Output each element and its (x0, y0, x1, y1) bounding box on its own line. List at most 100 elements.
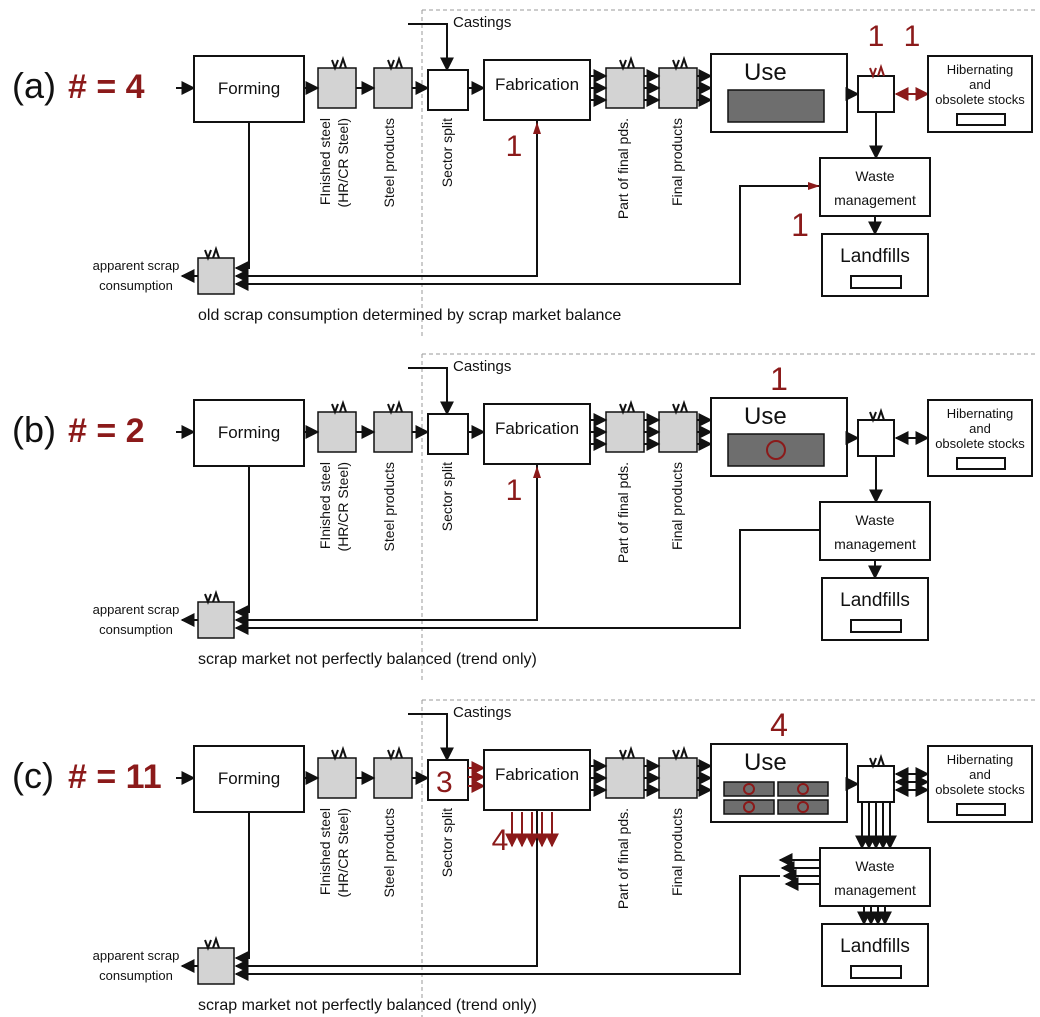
stock-change-arrows (869, 753, 885, 769)
waste-label: Waste (855, 168, 894, 184)
end-of-life-box (857, 75, 895, 113)
process-label: Steel products (381, 462, 397, 552)
stock-change-arrows (331, 745, 347, 761)
finished-steel-box (317, 411, 357, 453)
castings-flow (408, 23, 454, 72)
hibernating-stock-icon (956, 803, 1006, 816)
in-use-stock-cohort (723, 781, 775, 797)
end-of-life-box (857, 419, 895, 457)
fabrication-box (483, 749, 591, 811)
castings-label: Castings (453, 14, 511, 31)
new-scrap-flow (234, 810, 538, 973)
process-label: Part of final pds. (615, 808, 631, 909)
forming-scrap-flow (234, 812, 250, 965)
hibernating-label: and (969, 767, 991, 782)
scrap-label: apparent scrap (93, 602, 180, 617)
stock-change-arrows (387, 55, 403, 71)
hibernating-label: Hibernating (947, 406, 1014, 421)
hibernating-label: Hibernating (947, 752, 1014, 767)
landfills-label: Landfills (840, 590, 910, 611)
eol-number: 1 (868, 20, 885, 53)
process-label: Steel products (381, 808, 397, 898)
fabrication-label: Fabrication (495, 765, 579, 784)
hibernating-stock-icon (956, 113, 1006, 126)
parameter-count: # = 2 (68, 412, 145, 450)
stock-change-arrows (869, 63, 885, 79)
landfills-label: Landfills (840, 246, 910, 267)
hibernating-stock-icon (956, 457, 1006, 470)
stock-change-arrows (619, 399, 635, 415)
use-number: 4 (770, 707, 788, 743)
in-use-stock-cohort (777, 781, 829, 797)
forming-scrap-flow (234, 122, 250, 275)
process-label: (HR/CR Steel) (335, 808, 351, 897)
fabrication-label: Fabrication (495, 75, 579, 94)
process-label: Part of final pds. (615, 118, 631, 219)
stock-change-arrows (204, 245, 220, 261)
panel-label: (b) (12, 409, 56, 450)
stock-change-arrows (204, 589, 220, 605)
stock-change-arrows (387, 745, 403, 761)
waste-label: management (834, 536, 916, 552)
panel-label: (a) (12, 65, 56, 106)
castings-flow (408, 367, 454, 416)
lifetime-loop-icon (766, 440, 786, 460)
waste-label: management (834, 882, 916, 898)
final-products-box (658, 67, 698, 109)
hibernating-label: obsolete stocks (935, 782, 1025, 797)
hibernating-label: obsolete stocks (935, 436, 1025, 451)
scrap-label: apparent scrap (93, 258, 180, 273)
waste-label: management (834, 192, 916, 208)
hibernating-label: Hibernating (947, 62, 1014, 77)
use-label: Use (744, 403, 787, 430)
hibernating-label: and (969, 77, 991, 92)
sector-split-number: 3 (436, 766, 453, 799)
process-label: (HR/CR Steel) (335, 462, 351, 551)
in-use-stock-cohort (723, 799, 775, 815)
hibernating-label: and (969, 421, 991, 436)
process-label: Sector split (439, 118, 455, 187)
panel-caption: scrap market not perfectly balanced (tre… (198, 997, 537, 1014)
stock-change-arrows (204, 935, 220, 951)
process-label: (HR/CR Steel) (335, 118, 351, 207)
stock-change-arrows (619, 55, 635, 71)
scrap-consumption-box (197, 601, 235, 639)
stock-change-arrows (672, 55, 688, 71)
fabrication-number: 1 (506, 474, 523, 507)
landfills-label: Landfills (840, 936, 910, 957)
forming-label: Forming (218, 423, 280, 442)
landfill-stock-icon (850, 965, 902, 979)
red-arrow-head (533, 466, 541, 478)
stock-change-arrows (672, 399, 688, 415)
fabrication-box (483, 59, 591, 121)
forming-scrap-flow (234, 466, 250, 619)
steel-products-box (373, 411, 413, 453)
steel-products-box (373, 757, 413, 799)
fabrication-label: Fabrication (495, 419, 579, 438)
stock-change-arrows (672, 745, 688, 761)
stock-number: 1 (904, 20, 921, 53)
scrap-label: apparent scrap (93, 948, 180, 963)
steel-products-box (373, 67, 413, 109)
lifetime-loop-icon (797, 783, 809, 795)
in-use-stock-cohort (777, 799, 829, 815)
stock-change-arrows (387, 399, 403, 415)
panel-caption: scrap market not perfectly balanced (tre… (198, 651, 537, 668)
panel-label: (c) (12, 755, 54, 796)
castings-label: Castings (453, 704, 511, 721)
waste-number: 1 (791, 207, 809, 243)
process-label: Final products (669, 118, 685, 206)
landfill-stock-icon (850, 275, 902, 289)
old-scrap-flow (234, 875, 780, 981)
forming-label: Forming (218, 769, 280, 788)
waste-management-box (819, 157, 931, 217)
sector-split-box (427, 413, 469, 455)
red-arrow-head (533, 122, 541, 134)
final-products-box (658, 757, 698, 799)
part-final-box (605, 757, 645, 799)
lifetime-loop-icon (743, 783, 755, 795)
old-scrap-flow (234, 529, 820, 635)
process-label: Final products (669, 462, 685, 550)
